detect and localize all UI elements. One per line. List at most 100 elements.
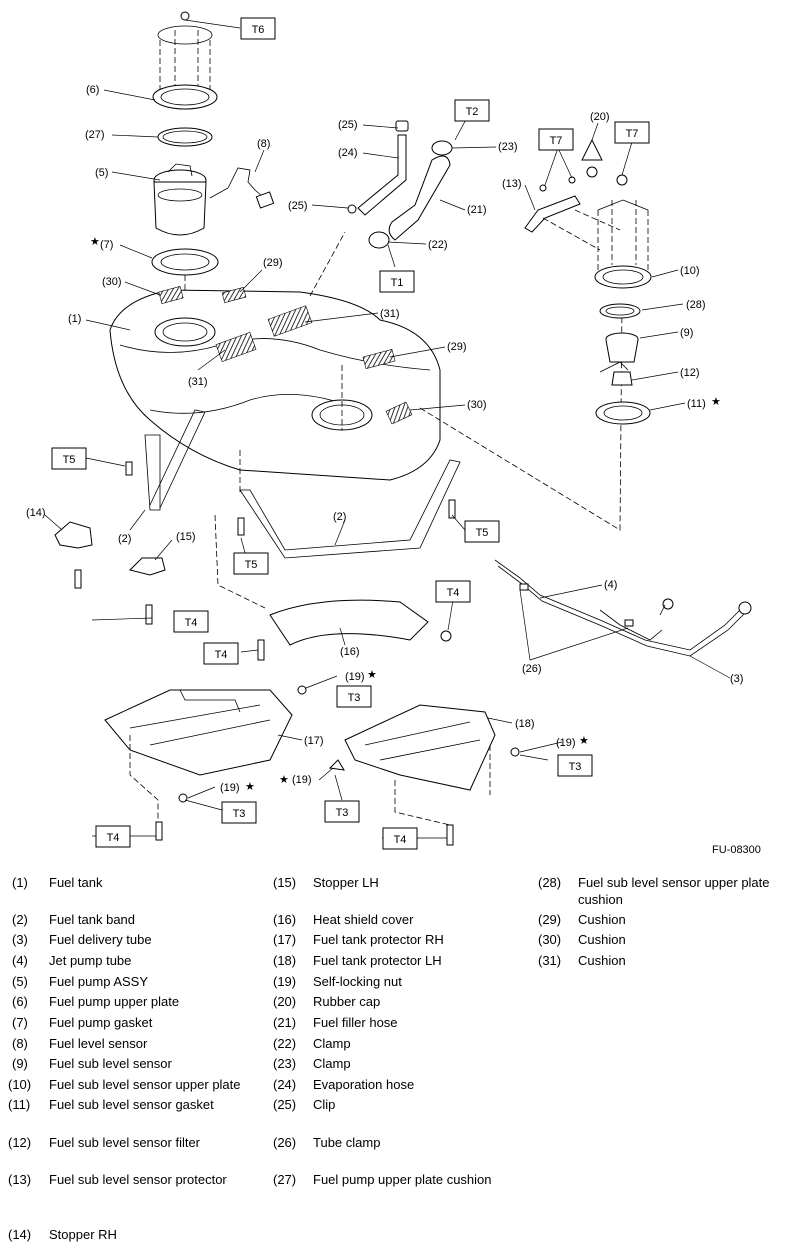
legend-number: (6) bbox=[12, 994, 28, 1009]
stopper-rh bbox=[54, 521, 93, 549]
legend-text: Rubber cap bbox=[313, 994, 381, 1009]
legend-number: (3) bbox=[12, 932, 28, 947]
callout: (14) bbox=[26, 507, 46, 519]
fuel-tank-protector-lh bbox=[344, 704, 496, 791]
nut-icon bbox=[180, 11, 190, 21]
callout: (30) bbox=[102, 276, 122, 288]
legend-text: Jet pump tube bbox=[49, 953, 132, 968]
callout: (19) bbox=[220, 782, 240, 794]
legend-text: Fuel filler hose bbox=[313, 1015, 398, 1030]
star-icon: ★ bbox=[279, 774, 289, 786]
torque-box-t3: T3 bbox=[221, 801, 257, 824]
callout: (23) bbox=[498, 141, 518, 153]
callout-labels: (6) (27) (5) (8) (7) (30) (29) (1) (31) … bbox=[26, 84, 761, 856]
legend-number: (15) bbox=[273, 875, 297, 890]
legend-text: Fuel sub level sensor upper plate cushio… bbox=[578, 875, 770, 907]
legend-text: Fuel sub level sensor gasket bbox=[49, 1097, 214, 1112]
legend-number: (7) bbox=[12, 1015, 28, 1030]
legend-text: Stopper LH bbox=[313, 875, 379, 890]
star-icon: ★ bbox=[367, 669, 377, 681]
fuel-level-sensor bbox=[209, 167, 275, 209]
legend-number: (20) bbox=[273, 994, 297, 1009]
callout: (15) bbox=[176, 531, 196, 543]
svg-text:T4: T4 bbox=[447, 587, 460, 599]
callout: (19) bbox=[292, 774, 312, 786]
heat-shield-cover bbox=[269, 599, 429, 646]
callout: (1) bbox=[68, 313, 81, 325]
legend-text: Tube clamp bbox=[313, 1135, 381, 1150]
fuel-sub-level-sensor-gasket bbox=[595, 401, 651, 425]
legend-text: Stopper RH bbox=[49, 1227, 117, 1242]
legend-number: (9) bbox=[12, 1056, 28, 1071]
callout: (18) bbox=[515, 718, 535, 730]
legend-text: Clip bbox=[313, 1097, 336, 1112]
legend-text: Fuel sub level sensor upper plate bbox=[49, 1077, 241, 1092]
callout: (4) bbox=[604, 579, 617, 591]
callout: (28) bbox=[686, 299, 706, 311]
legend-number: (12) bbox=[8, 1135, 32, 1150]
legend-number: (4) bbox=[12, 953, 28, 968]
star-icon: ★ bbox=[245, 781, 255, 793]
legend-number: (5) bbox=[12, 974, 28, 989]
legend-text: Fuel tank bbox=[49, 875, 103, 890]
callout: (9) bbox=[680, 327, 693, 339]
callout: (12) bbox=[680, 367, 700, 379]
callout: (3) bbox=[730, 673, 743, 685]
rubber-cap bbox=[581, 138, 603, 161]
callout: (16) bbox=[340, 646, 360, 658]
fuel-pump-upper-plate bbox=[152, 11, 218, 110]
svg-text:T5: T5 bbox=[245, 559, 258, 571]
callout: (22) bbox=[428, 239, 448, 251]
torque-box-t4: T4 bbox=[173, 610, 209, 633]
callout: (31) bbox=[380, 308, 400, 320]
svg-text:T1: T1 bbox=[391, 277, 404, 289]
callout: (27) bbox=[85, 129, 105, 141]
legend-text: Fuel tank protector RH bbox=[313, 932, 444, 947]
legend-number: (19) bbox=[273, 974, 297, 989]
legend-number: (24) bbox=[273, 1077, 297, 1092]
star-symbols: ★ ★ ★ ★ ★ ★ bbox=[90, 236, 721, 793]
legend-text: Fuel tank band bbox=[49, 912, 136, 927]
svg-text:T4: T4 bbox=[185, 617, 198, 629]
legend-text: Fuel pump upper plate bbox=[49, 994, 180, 1009]
legend-number: (30) bbox=[538, 932, 562, 947]
star-icon: ★ bbox=[579, 735, 589, 747]
svg-text:T5: T5 bbox=[63, 454, 76, 466]
torque-box-t5: T5 bbox=[464, 520, 500, 543]
callout: (5) bbox=[95, 167, 108, 179]
legend-text: Fuel pump ASSY bbox=[49, 974, 148, 989]
svg-text:T7: T7 bbox=[626, 128, 639, 140]
legend-text: Fuel sub level sensor bbox=[49, 1056, 172, 1071]
callout: (6) bbox=[86, 84, 99, 96]
legend-number: (25) bbox=[273, 1097, 297, 1112]
legend-number: (22) bbox=[273, 1036, 297, 1051]
legend-number: (21) bbox=[273, 1015, 297, 1030]
torque-box-t5: T5 bbox=[233, 552, 269, 575]
torque-box-t3: T3 bbox=[324, 800, 360, 823]
callout: (7) bbox=[100, 239, 113, 251]
legend-number: (16) bbox=[273, 912, 297, 927]
callout: (24) bbox=[338, 147, 358, 159]
callout: (11) bbox=[687, 398, 706, 410]
callout: (20) bbox=[590, 111, 610, 123]
callout: (17) bbox=[304, 735, 324, 747]
legend-number: (17) bbox=[273, 932, 297, 947]
legend-number: (2) bbox=[12, 912, 28, 927]
legend-number: (14) bbox=[8, 1227, 32, 1242]
callout: (13) bbox=[502, 178, 522, 190]
legend-text: Fuel pump upper plate cushion bbox=[313, 1172, 492, 1187]
legend-text: Fuel sub level sensor filter bbox=[49, 1135, 201, 1150]
legend-number: (27) bbox=[273, 1172, 297, 1187]
legend-text: Clamp bbox=[313, 1056, 351, 1071]
fuel-sub-level-sensor-filter bbox=[611, 371, 633, 386]
legend-number: (13) bbox=[8, 1172, 32, 1187]
legend-number: (10) bbox=[8, 1077, 32, 1092]
parts-legend: (1) Fuel tank (2) Fuel tank band (3) Fue… bbox=[0, 868, 788, 1248]
callout: (29) bbox=[263, 257, 283, 269]
legend-text: Evaporation hose bbox=[313, 1077, 415, 1092]
star-icon: ★ bbox=[711, 396, 721, 408]
legend-number: (18) bbox=[273, 953, 297, 968]
star-icon: ★ bbox=[90, 236, 100, 248]
svg-text:T3: T3 bbox=[336, 807, 349, 819]
fuel-tank-band bbox=[144, 409, 461, 559]
